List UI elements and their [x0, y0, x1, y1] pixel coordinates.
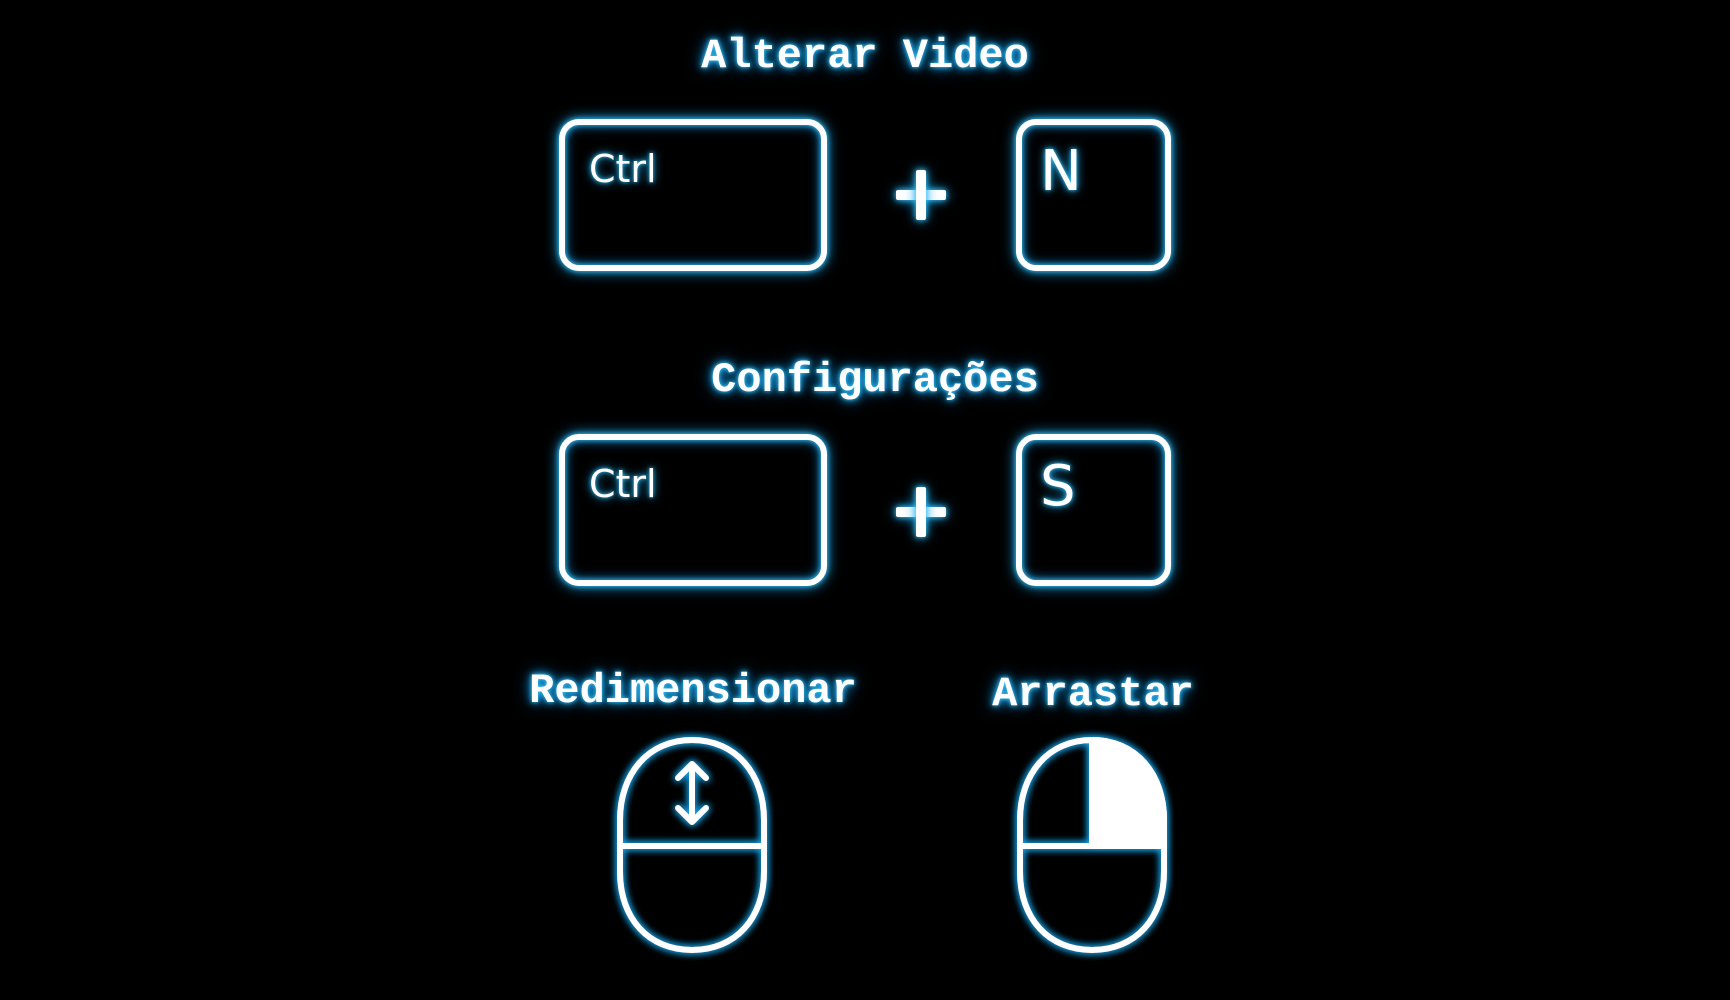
- n-key-label: N: [1040, 139, 1082, 204]
- mouse-scroll-icon: [617, 737, 767, 953]
- ctrl-key-label: Ctrl: [589, 147, 657, 191]
- plus-icon: [896, 170, 946, 220]
- ctrl-key-label: Ctrl: [589, 462, 657, 506]
- mouse-right-click-icon: [1017, 737, 1167, 953]
- ctrl-key: Ctrl: [559, 434, 827, 586]
- n-key: N: [1016, 119, 1171, 271]
- s-key-label: S: [1040, 454, 1076, 519]
- settings-title: Configurações: [711, 356, 1039, 404]
- change-video-title: Alterar Video: [701, 32, 1029, 80]
- ctrl-key: Ctrl: [559, 119, 827, 271]
- drag-title: Arrastar: [992, 670, 1194, 718]
- plus-icon: [896, 487, 946, 537]
- resize-title: Redimensionar: [529, 667, 857, 715]
- s-key: S: [1016, 434, 1171, 586]
